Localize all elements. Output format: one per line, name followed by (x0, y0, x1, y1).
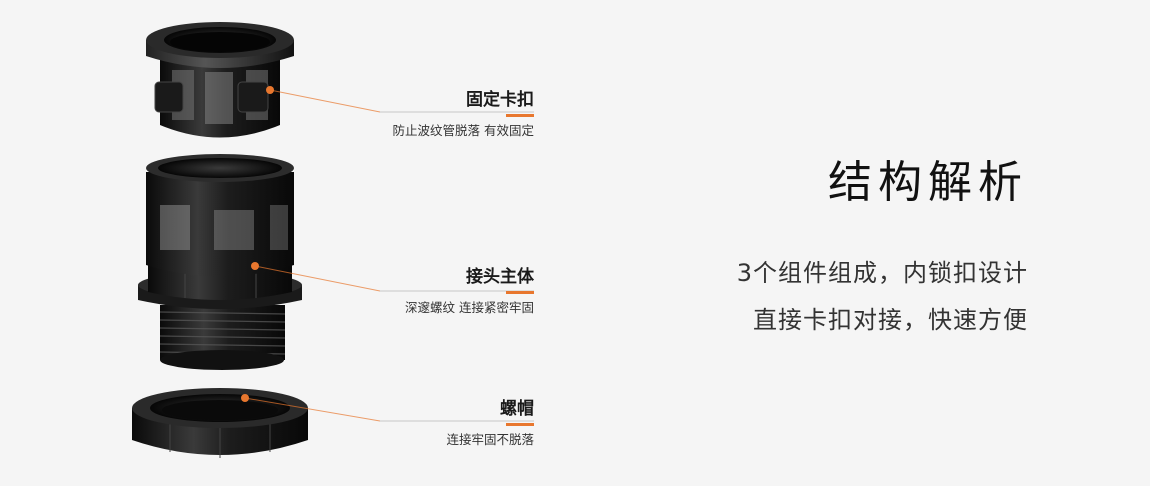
callout-title: 螺帽 (500, 399, 534, 419)
section-heading: 结构解析 (828, 157, 1028, 208)
accent-underline (506, 291, 534, 294)
connector-body-part (138, 154, 302, 370)
callout-dot (266, 86, 274, 94)
callout-nut: 螺帽 连接牢固不脱落 (446, 398, 534, 449)
callout-description: 深邃螺纹 连接紧密牢固 (405, 300, 534, 315)
callout-dot (241, 394, 249, 402)
accent-underline (506, 423, 534, 426)
feature-line: 直接卡扣对接，快速方便 (753, 306, 1028, 334)
callout-leader-lines (241, 86, 534, 422)
feature-line: 3个组件组成，内锁扣设计 (736, 259, 1028, 287)
callout-description: 防止波纹管脱落 有效固定 (392, 123, 534, 138)
callout-fixing-clip: 固定卡扣 防止波纹管脱落 有效固定 (393, 89, 534, 140)
accent-underline (506, 114, 534, 117)
callout-connector-body: 接头主体 深邃螺纹 连接紧密牢固 (405, 266, 534, 317)
callout-title: 固定卡扣 (466, 90, 534, 110)
callout-title: 接头主体 (466, 267, 534, 287)
callout-description: 连接牢固不脱落 (446, 432, 534, 447)
callout-dot (251, 262, 259, 270)
fixing-clip-part (146, 22, 294, 138)
nut-part (132, 388, 308, 458)
